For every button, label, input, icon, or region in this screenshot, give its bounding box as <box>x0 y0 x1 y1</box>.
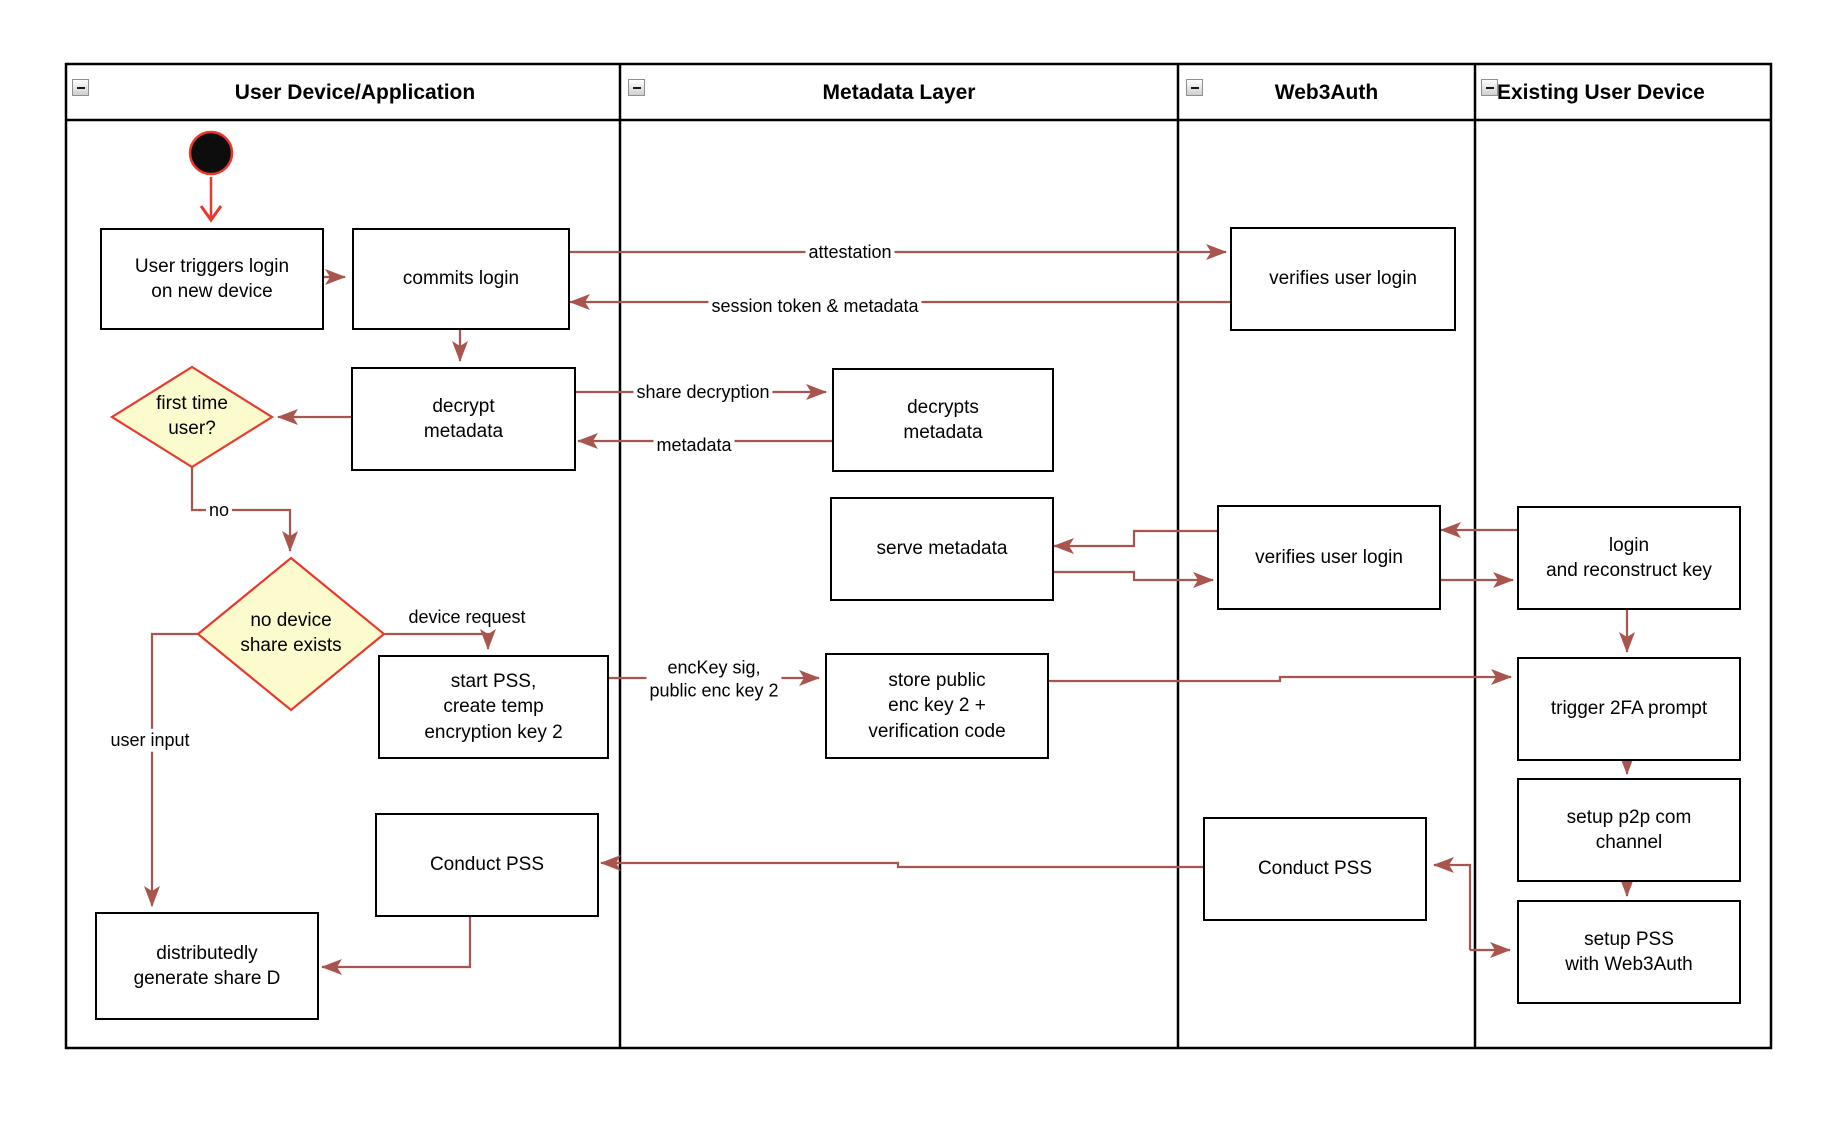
arrow-conduct-pss-to-generate-share <box>321 913 472 975</box>
edge-label-user-input: user input <box>107 728 193 752</box>
node-verifies-user-login-mid[interactable]: verifies user login <box>1217 505 1441 610</box>
minus-icon <box>1190 86 1199 89</box>
node-setup-pss-web3auth[interactable]: setup PSS with Web3Auth <box>1517 900 1741 1004</box>
node-decrypt-metadata[interactable]: decrypt metadata <box>351 367 576 471</box>
decision-first-time-user[interactable] <box>109 365 275 469</box>
swimlane-frame <box>64 62 1773 1050</box>
node-commits-login[interactable]: commits login <box>352 228 570 330</box>
edge-label-enckey: encKey sig, public enc key 2 <box>646 656 782 702</box>
arrow-first-time-no-to-diamond <box>190 466 298 552</box>
node-conduct-pss-web3auth[interactable]: Conduct PSS <box>1203 817 1427 921</box>
collapse-icon[interactable] <box>72 79 89 96</box>
decision-first-time-user-label: first time user? <box>156 393 228 439</box>
collapse-icon[interactable] <box>628 79 645 96</box>
minus-icon <box>1485 86 1494 89</box>
decision-no-device-share[interactable] <box>196 556 386 712</box>
node-conduct-pss-user[interactable]: Conduct PSS <box>375 813 599 917</box>
edge-label-share-decryption: share decryption <box>633 380 773 404</box>
arrow-serve-metadata-to-verifies <box>1050 570 1214 588</box>
arrow-conduct-pss-web3auth-to-user <box>600 855 1203 871</box>
initial-node[interactable] <box>188 130 234 176</box>
edge-label-attestation: attestation <box>805 240 895 264</box>
collapse-icon[interactable] <box>1186 79 1203 96</box>
collapse-icon[interactable] <box>1481 79 1498 96</box>
node-start-pss[interactable]: start PSS, create temp encryption key 2 <box>378 655 609 759</box>
arrow-store-public-to-2fa <box>1045 669 1512 685</box>
lane-title-user-device[interactable]: User Device/Application <box>234 81 476 104</box>
edge-label-no: no <box>205 498 233 522</box>
arrow-verifies-to-serve-metadata <box>1053 529 1217 554</box>
minus-icon <box>76 86 85 89</box>
lane-title-existing-user-device[interactable]: Existing User Device <box>1497 81 1705 104</box>
node-store-public-enc-key[interactable]: store public enc key 2 + verification co… <box>825 653 1049 759</box>
node-setup-p2p[interactable]: setup p2p com channel <box>1517 778 1741 882</box>
minus-icon <box>632 86 641 89</box>
edge-label-session-token: session token & metadata <box>708 294 922 318</box>
node-verifies-user-login-top[interactable]: verifies user login <box>1230 227 1456 331</box>
node-trigger-2fa[interactable]: trigger 2FA prompt <box>1517 657 1741 761</box>
lane-title-web3auth[interactable]: Web3Auth <box>1274 81 1379 104</box>
node-user-triggers-login[interactable]: User triggers login on new device <box>100 228 324 330</box>
node-distributedly-generate-share[interactable]: distributedly generate share D <box>95 912 319 1020</box>
arrow-user-input-to-generate-share <box>144 632 198 907</box>
edge-label-device-request: device request <box>408 606 526 627</box>
edge-label-metadata: metadata <box>653 433 735 457</box>
decision-no-device-share-label: no device share exists <box>240 610 342 656</box>
node-serve-metadata[interactable]: serve metadata <box>830 497 1054 601</box>
node-decrypts-metadata[interactable]: decrypts metadata <box>832 368 1054 472</box>
lane-title-metadata-layer[interactable]: Metadata Layer <box>822 81 976 104</box>
node-login-reconstruct-key[interactable]: login and reconstruct key <box>1517 506 1741 610</box>
arrow-setup-pss-to-conduct-pss <box>1433 857 1472 950</box>
arrow-device-request-to-start-pss <box>385 629 496 650</box>
